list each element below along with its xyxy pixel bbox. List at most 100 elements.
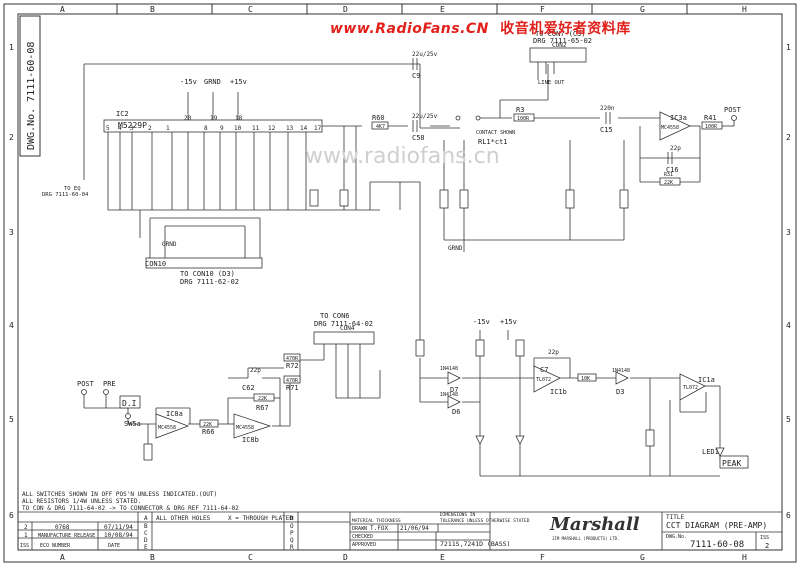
di-label: D.I	[122, 399, 137, 408]
dimensions-label: DIMENSIONS IN	[440, 512, 476, 518]
ic1a-part: TL072	[683, 385, 698, 391]
r71-ref: R71	[286, 384, 299, 392]
col-label-e-bottom: E	[440, 553, 445, 562]
supply-pos-label: +15v	[230, 78, 247, 86]
d6-value: 1N4148	[440, 392, 458, 398]
hdr-date: DATE	[108, 543, 120, 549]
border-row-labels: 1 2 3 4 5 6 1 2 3 4 5 6	[9, 43, 791, 520]
approved-label: APPROVED	[352, 542, 376, 548]
pre-switch-label: PRE	[103, 380, 116, 388]
company-name: JIM MARSHALL (PRODUCTS) LTD.	[552, 536, 619, 541]
holes-q: Q	[290, 537, 294, 544]
r66-value: 22K	[203, 422, 212, 428]
row-label-5: 5	[9, 415, 14, 424]
con4-title-1: TO CON6	[320, 312, 350, 320]
col-label-g: G	[640, 5, 645, 14]
con4-title-2: DRG 7111-64-02	[314, 320, 373, 328]
eq-drg: DRG 7111-60-04	[42, 192, 89, 198]
col-label-e: E	[440, 5, 445, 14]
post-output-label: POST	[724, 106, 742, 114]
row-label-6: 6	[9, 511, 14, 520]
col-label-f: F	[540, 5, 545, 14]
rev1-date: 10/08/94	[104, 532, 133, 539]
eq-label: TO EQ	[64, 186, 81, 192]
svg-text:13: 13	[286, 125, 294, 132]
marshall-logo: Marshall	[549, 514, 640, 535]
gnd-label: GRND	[448, 245, 463, 252]
svg-text:11: 11	[252, 125, 260, 132]
ic8a-part: MC4558	[158, 425, 176, 431]
c9-ref: C9	[412, 72, 420, 80]
d3-ref: D3	[616, 388, 624, 396]
peak-label: PEAK	[722, 459, 741, 468]
row-label-4: 4	[9, 321, 14, 330]
con10-gnd: GRND	[162, 241, 177, 248]
row-label-6-right: 6	[786, 511, 791, 520]
svg-text:9: 9	[220, 125, 224, 132]
svg-text:17: 17	[314, 125, 322, 132]
rev2-date: 07/11/94	[104, 524, 133, 531]
r67-ref: R67	[256, 404, 269, 412]
row-label-2: 2	[9, 133, 14, 142]
col-label-c: C	[248, 5, 253, 14]
row-label-5-right: 5	[786, 415, 791, 424]
holes-n: N	[290, 515, 294, 522]
r10k-value: 10K	[581, 376, 590, 382]
dwg-label: DWG.No.	[666, 534, 687, 540]
col-label-b: B	[150, 5, 155, 14]
watermark-url: www.RadioFans.CN	[330, 21, 489, 37]
ic3a-part: MC4558	[661, 125, 679, 131]
holes-d: D	[144, 537, 148, 544]
watermark-radiofans: www.RadioFans.CN 收音机爱好者资料库	[330, 18, 631, 38]
ic3a-ref: IC3a	[670, 114, 687, 122]
ic1b-part: TL072	[536, 377, 551, 383]
con2-ref: CON2	[552, 42, 567, 49]
note-switches: ALL SWITCHES SHOWN IN OFF POS'N UNLESS I…	[22, 491, 217, 498]
rev2-iss: 2	[24, 524, 28, 531]
sw5a-label: SW5a	[124, 420, 141, 428]
r3-value: 100R	[517, 116, 530, 122]
dwg-number: 7111-60-08	[690, 540, 744, 550]
ic2-part-label: M5229P	[118, 121, 147, 130]
r72-ref: R72	[286, 362, 299, 370]
dwg-number-side: DWG.No. 7111-60-08	[26, 42, 37, 150]
ic2-ref-label: IC2	[116, 110, 129, 118]
holes-thru: X = THROUGH PLATED	[228, 515, 293, 522]
iss-label: ISS	[760, 535, 769, 541]
plus15-label: +15v	[500, 318, 517, 326]
holes-title: ALL OTHER HOLES	[156, 515, 211, 522]
minus15-label: -15v	[473, 318, 490, 326]
svg-text:1: 1	[166, 125, 170, 132]
relay-label: RL1*ct1	[478, 138, 508, 146]
c62-ref: C62	[242, 384, 255, 392]
svg-text:3: 3	[130, 125, 134, 132]
supply-pin-20: 20	[184, 115, 192, 122]
holes-e: E	[144, 544, 148, 551]
r60-value: 4K7	[376, 124, 385, 130]
r66-ref: R66	[202, 428, 215, 436]
c58-value: 22u/25v	[412, 113, 438, 120]
checked-label: CHECKED	[352, 534, 373, 540]
con10-ref: CON10	[145, 260, 166, 268]
ic1a-ref: IC1a	[698, 376, 715, 384]
row-label-1-right: 1	[786, 43, 791, 52]
d3-value: 1N4148	[612, 368, 630, 374]
watermark-faint: www.radiofans.cn	[305, 144, 500, 169]
c62-value: 22p	[250, 367, 261, 374]
c15-value: 220n	[600, 105, 615, 112]
hdr-iss: ISS	[20, 543, 29, 549]
drawn-value: T.FOX	[370, 525, 388, 532]
note-resistors: ALL RESISTORS 1/4W UNLESS STATED.	[22, 498, 141, 505]
holes-c: C	[144, 530, 148, 537]
svg-text:8: 8	[204, 125, 208, 132]
d7-value: 1N4148	[440, 366, 458, 372]
title-label: TITLE	[666, 514, 684, 521]
d7-ref: D7	[450, 386, 458, 394]
ic8b-part: MC4558	[236, 425, 254, 431]
c16-value: 22p	[670, 145, 681, 152]
row-label-2-right: 2	[786, 133, 791, 142]
holes-b: B	[144, 523, 148, 530]
rev1-iss: 1	[24, 532, 28, 539]
